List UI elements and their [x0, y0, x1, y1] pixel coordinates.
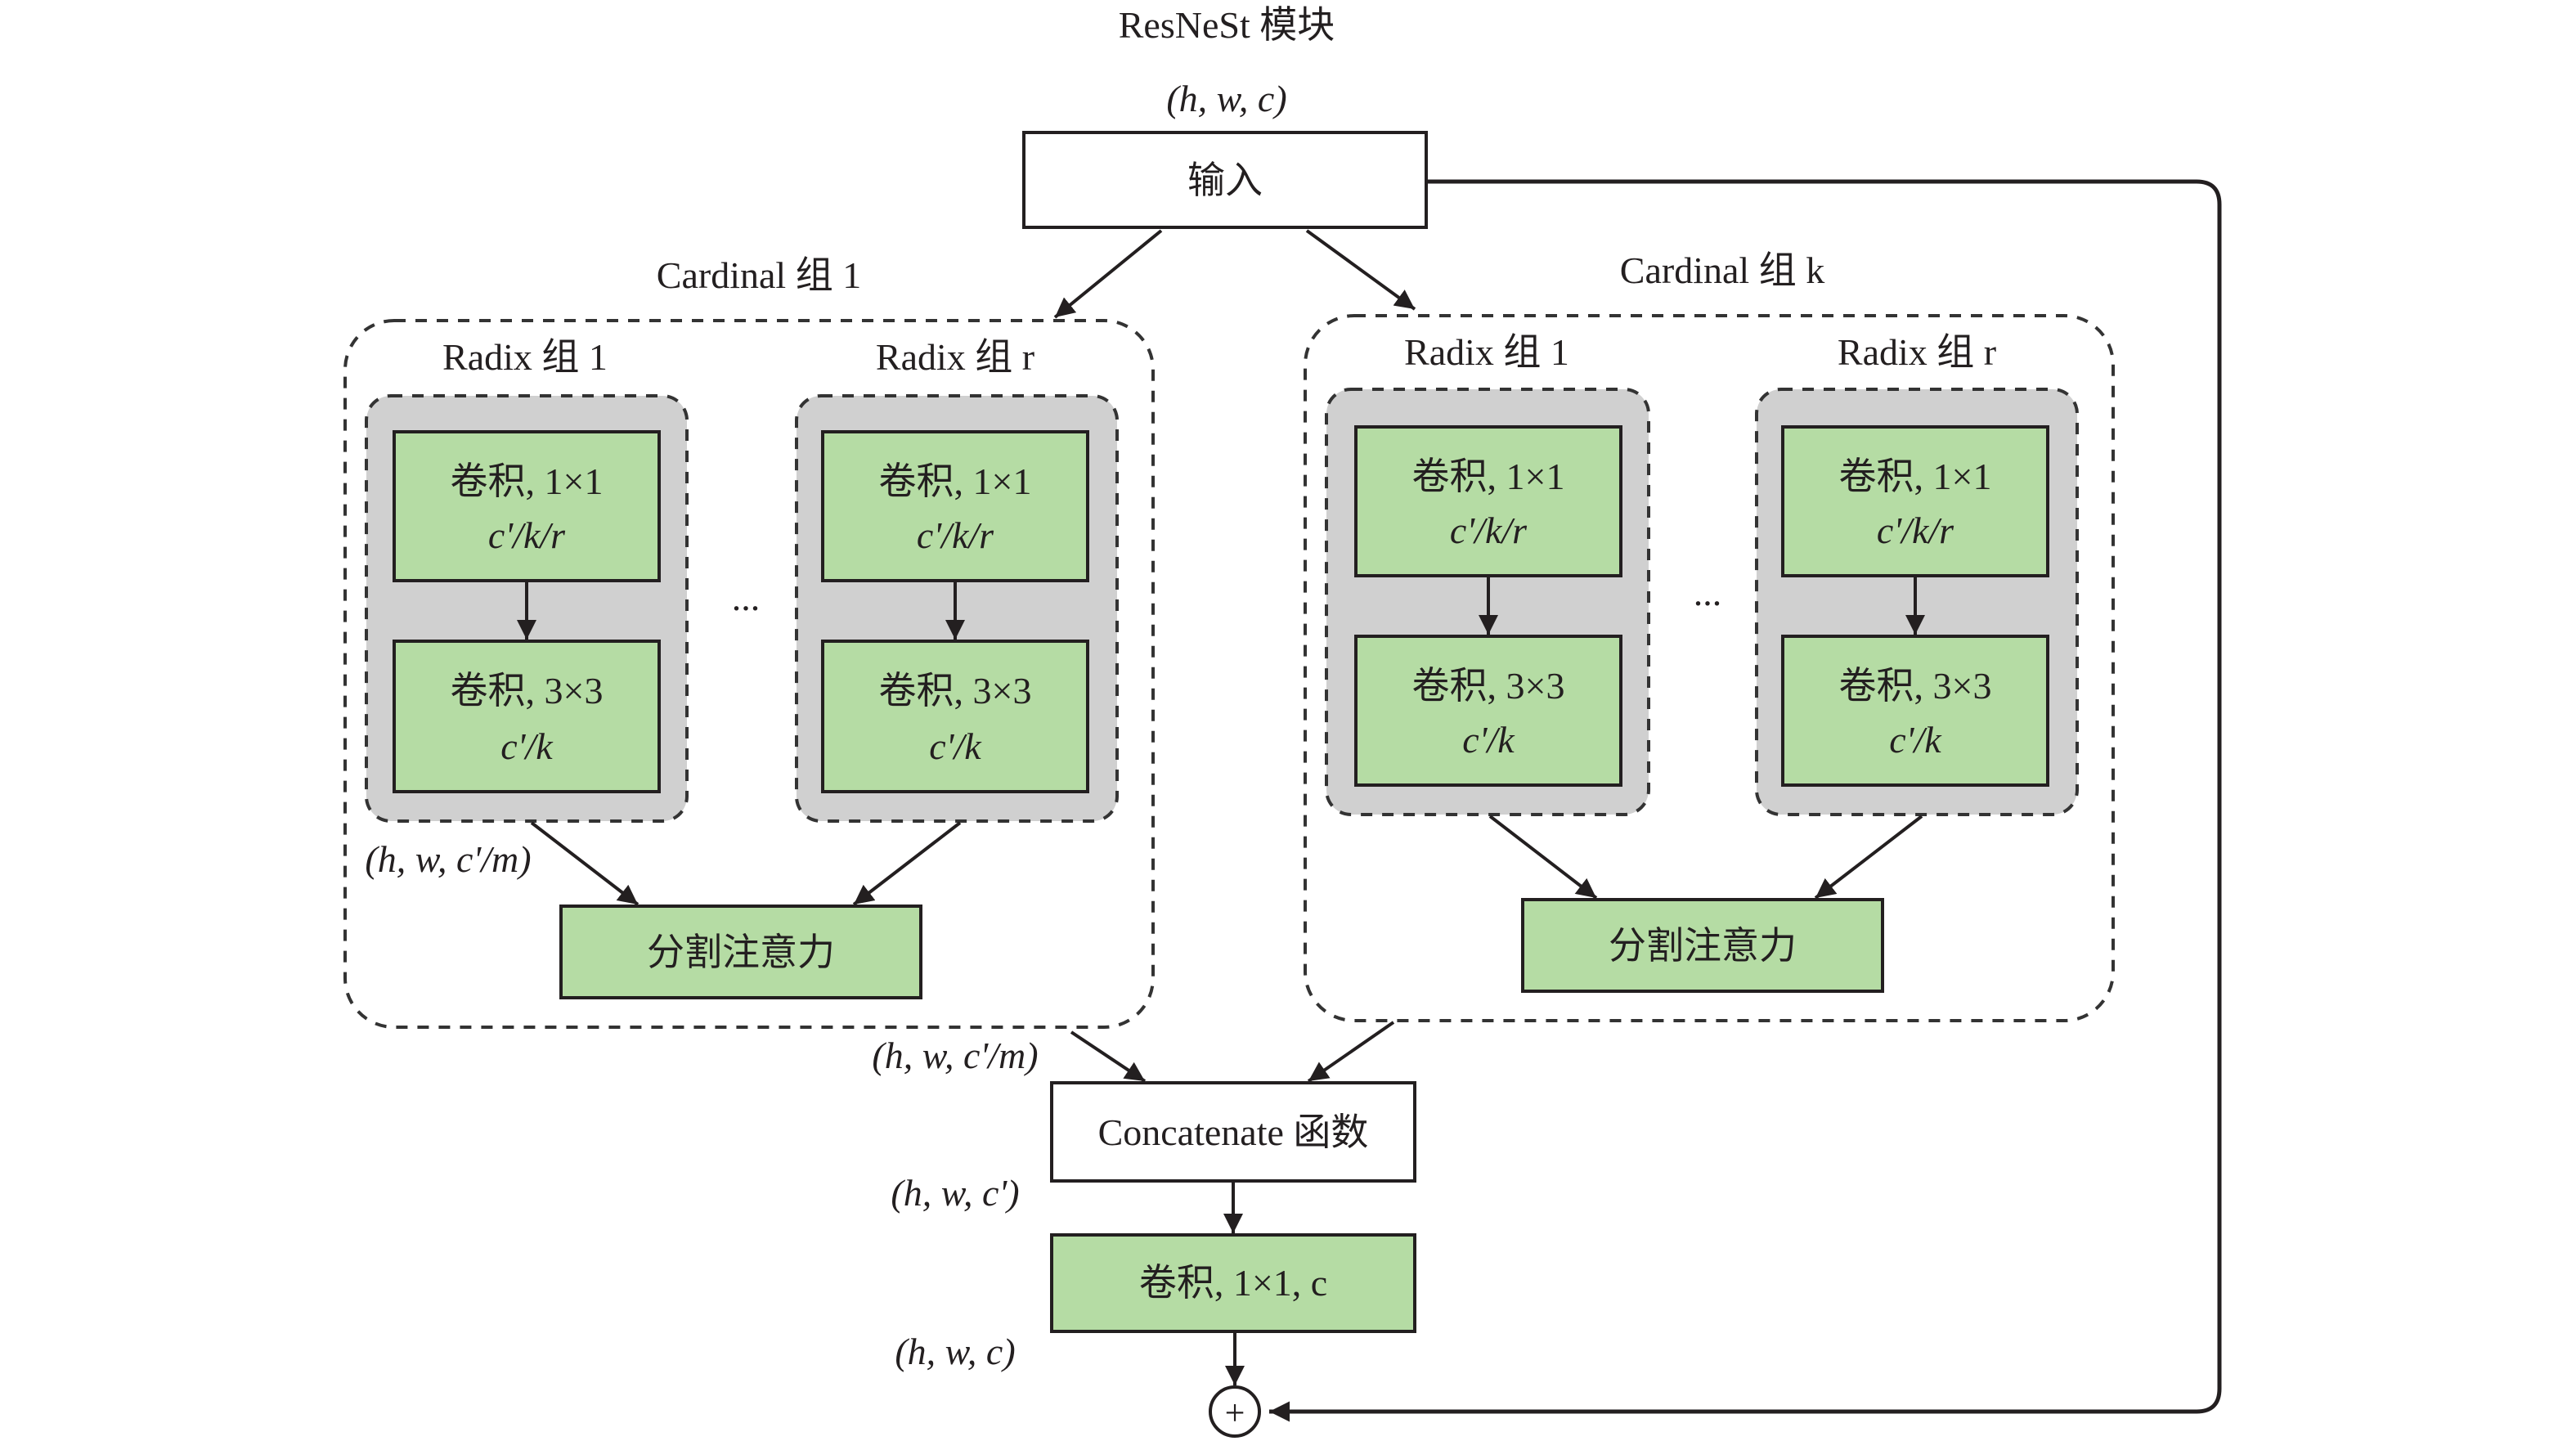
conv-1x1-box	[821, 430, 1089, 582]
cardinal-group-1: Cardinal 组 1 Radix 组 1 卷积, 1×1 c'/k/r 卷积…	[343, 254, 1155, 1029]
conv-1x1-channels: c'/k/r	[1450, 510, 1528, 551]
input-label: 输入	[1187, 159, 1263, 201]
arrow-input-to-cardinal-k	[1305, 229, 1416, 311]
cardinal-group-1-container	[343, 319, 1155, 1029]
conv-3x3-label: 卷积, 3×3	[879, 670, 1032, 712]
sum-node: +	[1209, 1385, 1261, 1438]
conv-3x3-channels: c'/k	[500, 725, 554, 767]
final-conv-label: 卷积, 1×1, c	[1139, 1262, 1327, 1304]
split-attention-label: 分割注意力	[647, 931, 835, 973]
radix-group-r-label: Radix 组 r	[1838, 331, 1996, 373]
radix-group-1-label: Radix 组 1	[442, 336, 608, 378]
conv-3x3-box	[821, 640, 1089, 793]
conv-3x3-label: 卷积, 3×3	[451, 670, 604, 712]
radix-ellipsis: ...	[1694, 572, 1722, 613]
conv-1x1-channels: c'/k/r	[917, 514, 994, 556]
cardinal-group-k-label: Cardinal 组 k	[1620, 249, 1824, 291]
concatenate-label: Concatenate 函数	[1098, 1111, 1369, 1153]
conv-1x1-box	[393, 430, 661, 582]
cardinal-group-k-container	[1304, 314, 2115, 1022]
diagram-title: ResNeSt 模块	[1119, 4, 1335, 46]
conv-3x3-label: 卷积, 3×3	[1839, 665, 1992, 707]
arrow-cardinal-1-to-concatenate	[1070, 1030, 1147, 1083]
arrow-radix-1-to-split-attention	[1488, 815, 1598, 900]
cardinal-group-1-label: Cardinal 组 1	[657, 254, 861, 296]
cardinal-output-shape-label: (h, w, c'/m)	[872, 1035, 1038, 1076]
conv-3x3-box	[393, 640, 661, 793]
skip-connection	[1269, 179, 2222, 1422]
arrow-input-to-cardinal-1	[1053, 229, 1163, 319]
concatenate-output-shape-label: (h, w, c')	[891, 1172, 1019, 1214]
conv-1x1-label: 卷积, 1×1	[1839, 456, 1992, 497]
plus-icon: +	[1225, 1393, 1245, 1433]
conv-1x1-label: 卷积, 1×1	[451, 460, 604, 502]
concatenate-box	[1050, 1081, 1416, 1183]
arrow-radix-r-to-split-attention	[1814, 815, 1923, 900]
conv-1x1-channels: c'/k/r	[1877, 510, 1954, 551]
conv-1x1-label: 卷积, 1×1	[879, 460, 1032, 502]
arrow-cardinal-k-to-concatenate	[1307, 1021, 1395, 1083]
input-box	[1022, 131, 1428, 229]
conv-3x3-channels: c'/k	[929, 725, 982, 767]
arrow-radix-r-to-split-attention	[852, 821, 962, 906]
final-conv-box	[1050, 1233, 1416, 1333]
conv-1x1-box	[1781, 425, 2049, 577]
split-attention-label: 分割注意力	[1609, 925, 1797, 967]
cardinal-group-k: Cardinal 组 k Radix 组 1 卷积, 1×1 c'/k/r 卷积…	[1304, 249, 2115, 1022]
conv-1x1-channels: c'/k/r	[488, 514, 566, 556]
radix-output-shape-label: (h, w, c'/m)	[365, 838, 531, 880]
radix-ellipsis: ...	[732, 577, 761, 618]
conv-1x1-label: 卷积, 1×1	[1412, 456, 1565, 497]
input-shape-label: (h, w, c)	[1166, 78, 1286, 119]
conv-3x3-box	[1781, 635, 2049, 787]
conv-3x3-channels: c'/k	[1889, 719, 1942, 761]
conv-1x1-box	[1354, 425, 1622, 577]
conv-3x3-box	[1354, 635, 1622, 787]
split-attention-box	[559, 905, 922, 999]
conv-3x3-channels: c'/k	[1462, 719, 1515, 761]
conv-3x3-label: 卷积, 3×3	[1412, 665, 1565, 707]
arrow-radix-1-to-split-attention	[530, 821, 640, 906]
radix-group-1-label: Radix 组 1	[1404, 331, 1569, 373]
split-attention-box	[1521, 898, 1884, 993]
sum-circle	[1209, 1385, 1261, 1438]
radix-group-r-label: Radix 组 r	[876, 336, 1034, 378]
final-output-shape-label: (h, w, c)	[895, 1331, 1015, 1372]
